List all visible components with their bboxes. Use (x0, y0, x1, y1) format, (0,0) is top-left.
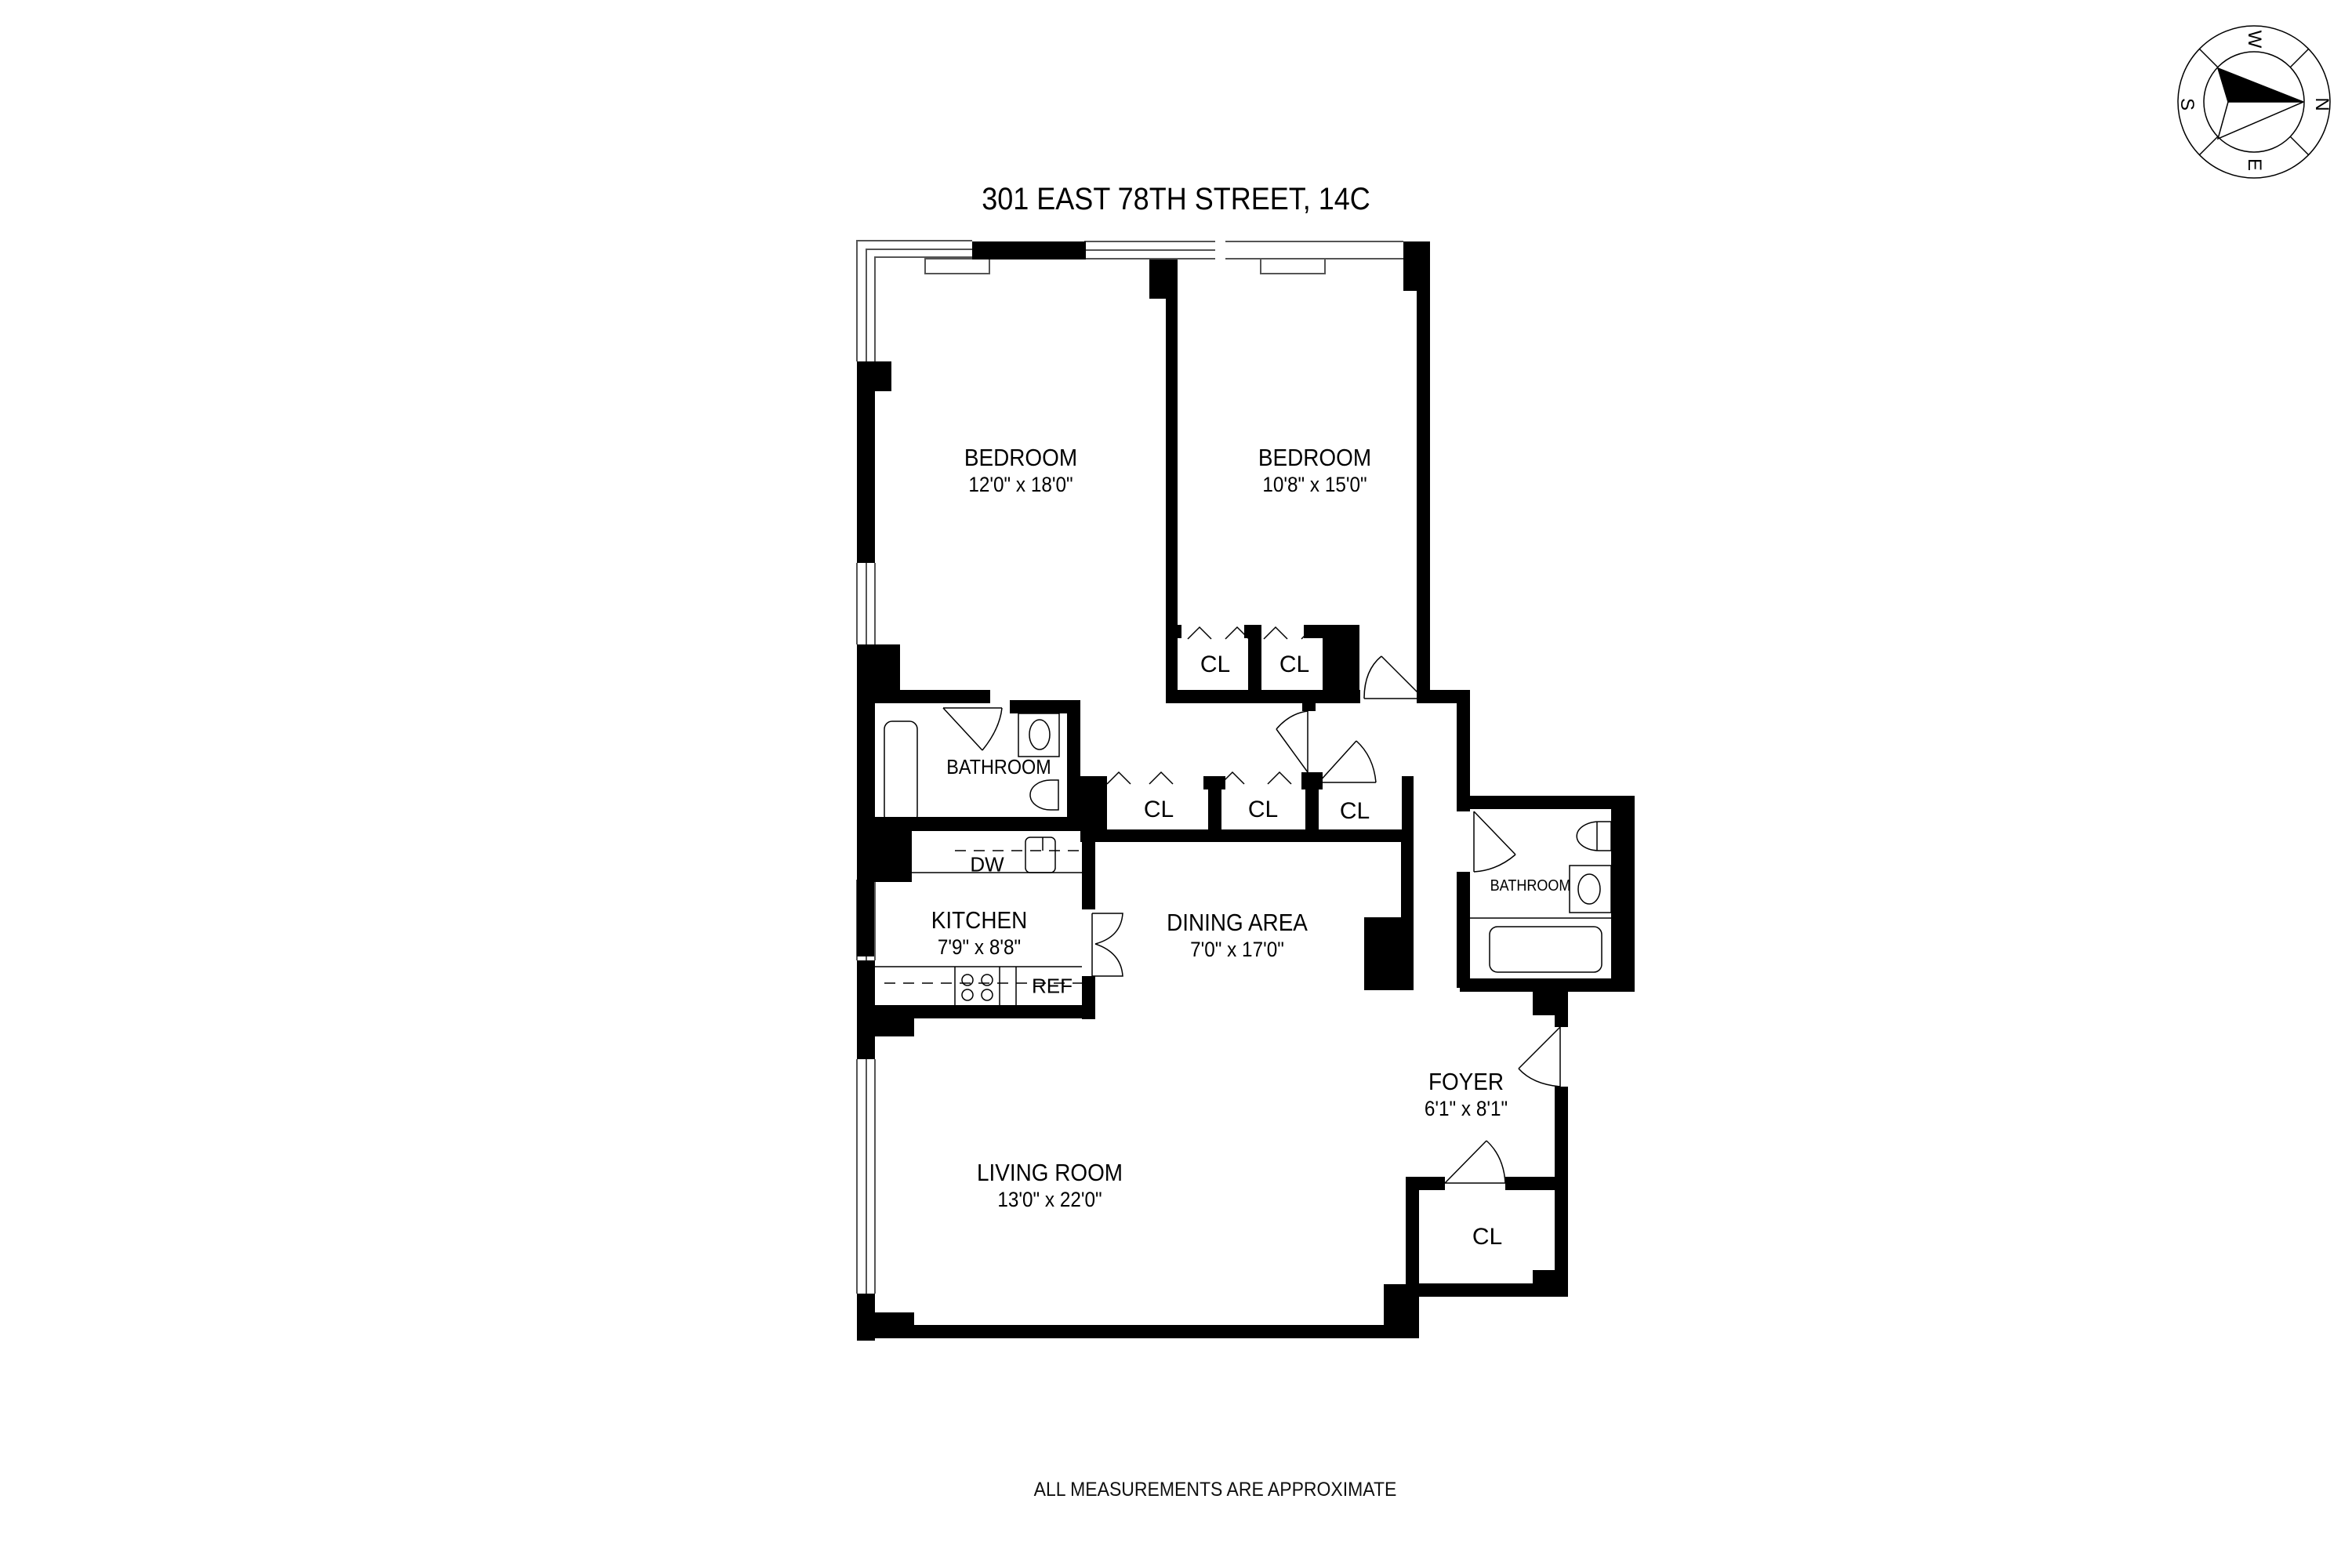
closet-label: CL (1200, 652, 1231, 677)
toilet-icon (1576, 821, 1612, 851)
room-name: BEDROOM (1258, 444, 1372, 471)
walls (857, 241, 1635, 1341)
room-dimensions: 7'0" x 17'0" (1190, 938, 1284, 962)
compass-south-label: S (2176, 97, 2198, 111)
compass-north-label: N (2311, 97, 2332, 111)
room-label-kitchen: KITCHEN 7'9" x 8'8" (931, 906, 1027, 960)
closet-label: CL (1279, 652, 1310, 677)
measurements-disclaimer: ALL MEASUREMENTS ARE APPROXIMATE (1033, 1479, 1397, 1501)
closet-label: CL (1247, 797, 1279, 822)
room-dimensions: 10'8" x 15'0" (1262, 473, 1367, 497)
room-name: LIVING ROOM (976, 1159, 1123, 1186)
room-label-living-room: LIVING ROOM 13'0" x 22'0" (977, 1158, 1123, 1213)
closet-label: CL (1472, 1224, 1503, 1250)
compass-west-label: W (2244, 30, 2265, 49)
fixture-lines (874, 626, 1612, 1184)
room-label-bathroom-1: BATHROOM (946, 755, 1051, 779)
compass-rose-icon (2177, 25, 2331, 179)
room-label-bathroom-2: BATHROOM (1490, 877, 1571, 895)
room-label-dining-area: DINING AREA 7'0" x 17'0" (1167, 908, 1308, 963)
dishwasher-label: DW (970, 852, 1004, 877)
page-title: 301 EAST 78TH STREET, 14C (982, 182, 1370, 216)
kitchen-sink-icon (1025, 837, 1056, 873)
refrigerator-label: REF (1032, 974, 1073, 998)
room-name: BATHROOM (946, 755, 1051, 779)
windows (856, 240, 1403, 1294)
room-dimensions: 7'9" x 8'8" (937, 935, 1022, 960)
room-label-foyer: FOYER 6'1" x 8'1" (1425, 1067, 1508, 1122)
room-dimensions: 6'1" x 8'1" (1424, 1097, 1508, 1121)
room-dimensions: 13'0" x 22'0" (997, 1188, 1102, 1212)
toilet-icon (1029, 779, 1059, 811)
room-label-bedroom-1: BEDROOM 12'0" x 18'0" (964, 443, 1077, 498)
bathtub-icon (884, 720, 918, 824)
burner-icon (961, 974, 974, 986)
closet-label: CL (1143, 797, 1174, 822)
room-name: FOYER (1428, 1068, 1504, 1095)
room-name: DINING AREA (1167, 909, 1308, 936)
room-name: KITCHEN (931, 906, 1028, 934)
room-dimensions: 12'0" x 18'0" (968, 473, 1073, 497)
room-name: BEDROOM (964, 444, 1078, 471)
compass-east-label: E (2244, 158, 2265, 172)
sink-icon (1029, 719, 1051, 750)
room-name: BATHROOM (1490, 877, 1571, 895)
room-label-bedroom-2: BEDROOM 10'8" x 15'0" (1258, 443, 1371, 498)
bathtub-icon (1489, 926, 1602, 973)
closet-label: CL (1339, 798, 1370, 824)
